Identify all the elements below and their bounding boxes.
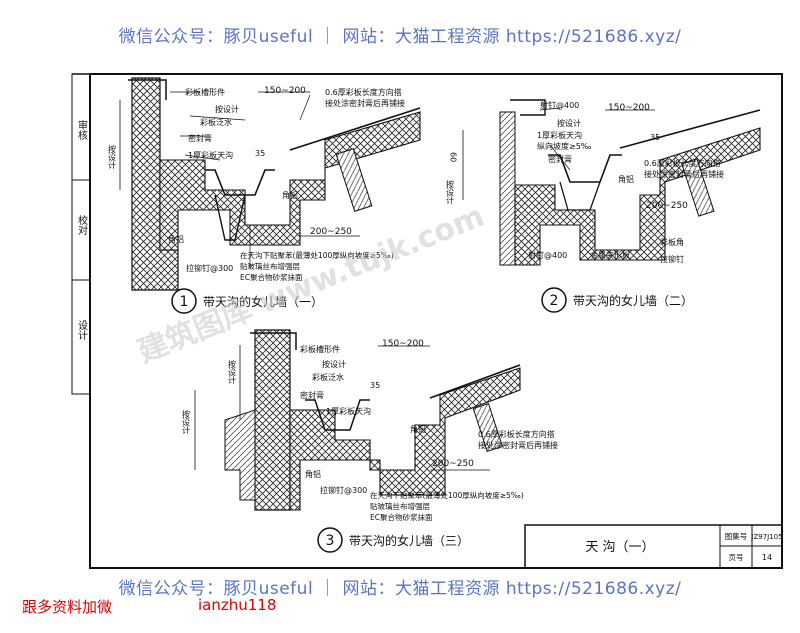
- d2-nail: 射钉@400: [540, 100, 579, 110]
- d1-number-circle: [171, 288, 197, 314]
- d1-rivet: 拉铆钉@300: [186, 263, 233, 273]
- d1-per-design: 按设计: [215, 104, 239, 114]
- d1-dim-b: 200~250: [310, 227, 352, 237]
- d3-panel-top: 彩板槽形件: [300, 344, 340, 354]
- d2-sealant: 密封膏: [548, 154, 572, 164]
- detail-2: 射钉@400 按设计 1厚彩板天沟 纵向坡度≥5‰ 密封膏 150~200 35…: [446, 99, 761, 313]
- d3-number-circle: [317, 527, 343, 553]
- d3-lap-1: 0.6厚彩板长度方向搭: [478, 429, 555, 439]
- d1-flashing: 彩板泛水: [200, 117, 232, 127]
- watermark-bottom: 微信公众号：豚贝useful ｜ 网站：大猫工程资源 https://52168…: [118, 579, 682, 599]
- d1-layer-2: 贴玻璃丝布增强层: [240, 261, 300, 271]
- d1-panel-top: 彩板槽形件: [185, 87, 225, 97]
- d2-dim-35: 35: [650, 133, 660, 142]
- d2-dim-60: 60: [449, 152, 458, 162]
- detail-3: 彩板槽形件 按设计 彩板泛水 密封膏 1厚彩板天沟 150~200 35 角铝 …: [182, 329, 558, 553]
- d1-lap-2: 接处涂密封膏后再铺接: [325, 98, 405, 108]
- d3-dim-a: 150~200: [382, 339, 424, 349]
- d1-side-label: 按设计: [108, 144, 117, 170]
- atlas-label: 图集号: [725, 531, 748, 541]
- d1-sealant: 密封膏: [188, 133, 212, 143]
- d1-layer-1: 在天沟下贴聚苯(最薄处100厚纵向坡度≥5‰): [240, 250, 394, 260]
- d2-color-angle: 彩板角: [660, 237, 684, 247]
- strip-label-1: 审核: [76, 119, 88, 141]
- d2-metal-clip: 金属夹形板: [590, 250, 630, 260]
- d1-angle: 角铝: [282, 190, 298, 200]
- detail-1: 彩板槽形件 按设计 彩板泛水 密封膏 1厚彩板天沟 150~200 35 0.6…: [108, 77, 421, 314]
- d3-side-label-1: 按设计: [228, 359, 237, 385]
- d1-gutter: 1厚彩板天沟: [188, 150, 233, 160]
- d3-lap-2: 接处涂密封膏后再铺接: [478, 440, 558, 450]
- d2-nail-2: 射钉@400: [528, 250, 567, 260]
- title-block-title: 天 沟（一）: [585, 540, 654, 555]
- d2-side-label: 按设计: [446, 179, 455, 205]
- d3-caption: 带天沟的女儿墙（三）: [349, 533, 469, 548]
- d1-number: 1: [180, 294, 189, 310]
- d2-number: 2: [550, 293, 559, 309]
- d3-per-design: 按设计: [322, 359, 346, 369]
- promo-left: 跟多资料加微: [22, 598, 113, 616]
- d2-rivet: 拉铆钉: [660, 254, 684, 264]
- d3-rivet: 拉铆钉@300: [320, 485, 367, 495]
- d2-dim-a: 150~200: [608, 103, 650, 113]
- d2-gutter-1: 1厚彩板天沟: [537, 130, 582, 140]
- d3-sealant: 密封膏: [300, 390, 324, 400]
- d2-gutter-2: 纵向坡度≥5‰: [537, 141, 592, 151]
- d1-lap-1: 0.6厚彩板长度方向搭: [325, 87, 402, 97]
- d3-side-label-2: 按设计: [182, 409, 191, 435]
- side-strip: 审核 校对 设计: [71, 73, 91, 395]
- d2-dim-b: 200~250: [646, 201, 688, 211]
- d1-dim-a: 150~200: [264, 86, 306, 96]
- atlas-value: JZ97J105: [750, 533, 782, 541]
- page-label: 页号: [729, 553, 744, 562]
- d3-gutter: 1厚彩板天沟: [326, 406, 371, 416]
- d2-angle: 角铝: [618, 174, 634, 184]
- d1-caption: 带天沟的女儿墙（一）: [203, 294, 323, 309]
- d3-layer-3: EC聚合物砂浆抹面: [370, 512, 433, 522]
- d3-dim-35: 35: [370, 381, 380, 390]
- d2-lap-2: 接处涂密封膏后再铺接: [644, 169, 724, 179]
- strip-label-2: 校对: [76, 214, 88, 235]
- d3-layer-2: 贴玻璃丝布增强层: [370, 501, 430, 511]
- d3-flashing: 彩板泛水: [312, 372, 344, 382]
- d3-dim-b: 200~250: [432, 459, 474, 469]
- d2-lap-1: 0.6厚彩板长度方向搭: [644, 158, 721, 168]
- d3-number: 3: [326, 533, 335, 549]
- d3-angle-2: 角铝: [305, 469, 321, 479]
- d2-per-design: 按设计: [557, 118, 581, 128]
- strip-label-3: 设计: [76, 320, 88, 341]
- d1-dim-35: 35: [255, 149, 265, 158]
- d3-angle-1: 角铝: [410, 424, 426, 434]
- d2-number-circle: [541, 287, 567, 313]
- watermark-top: 微信公众号：豚贝useful ｜ 网站：大猫工程资源 https://52168…: [118, 27, 682, 47]
- d2-caption: 带天沟的女儿墙（二）: [573, 293, 693, 308]
- d1-layer-3: EC聚合物砂浆抹面: [240, 272, 303, 282]
- d1-angle-2: 角铝: [168, 234, 184, 244]
- promo-right: ianzhu118: [198, 596, 277, 614]
- page-value: 14: [762, 553, 772, 562]
- title-block: 天 沟（一） 图集号 JZ97J105 页号 14: [524, 524, 783, 569]
- d3-layer-1: 在天沟下贴聚苯(最薄处100厚纵向坡度≥5‰): [370, 490, 524, 500]
